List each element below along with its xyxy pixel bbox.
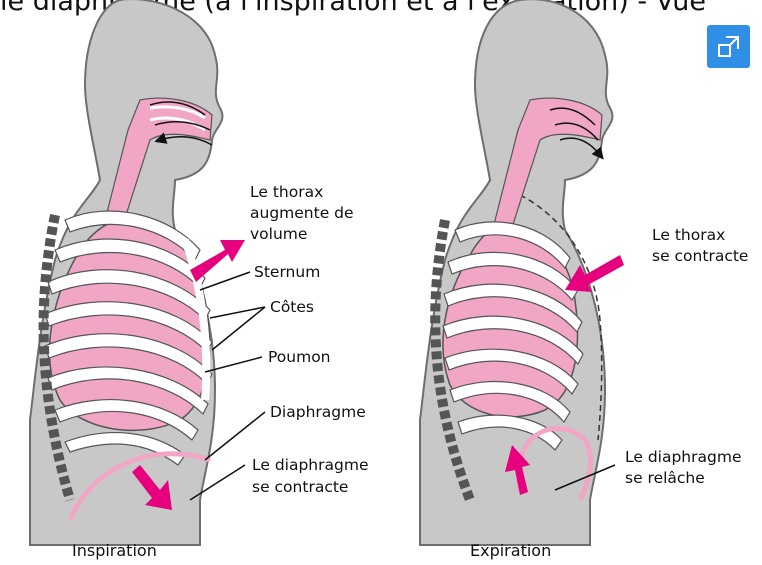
- inspiration-label-sternum: Sternum: [254, 263, 320, 281]
- inspiration-figure: Le thorax augmente de volume Sternum Côt…: [30, 0, 373, 560]
- expiration-caption: Expiration: [470, 541, 551, 560]
- expiration-label-thorax: Le thorax se contracte: [652, 226, 748, 265]
- inspiration-caption: Inspiration: [72, 541, 157, 560]
- inspiration-label-diaphragme-action: Le diaphragme se contracte: [252, 456, 373, 496]
- expand-button[interactable]: [707, 25, 750, 68]
- inspiration-thorax-arrow: [190, 240, 245, 282]
- expand-icon: [707, 25, 750, 68]
- inspiration-label-diaphragme: Diaphragme: [270, 403, 366, 421]
- inspiration-label-poumon: Poumon: [268, 348, 331, 366]
- expiration-label-diaphragme-action: Le diaphragme se relâche: [625, 448, 746, 487]
- inspiration-label-thorax: Le thorax augmente de volume: [250, 183, 358, 243]
- inspiration-label-cotes: Côtes: [270, 298, 314, 316]
- expiration-figure: Le thorax se contracte Le diaphragme se …: [420, 0, 748, 560]
